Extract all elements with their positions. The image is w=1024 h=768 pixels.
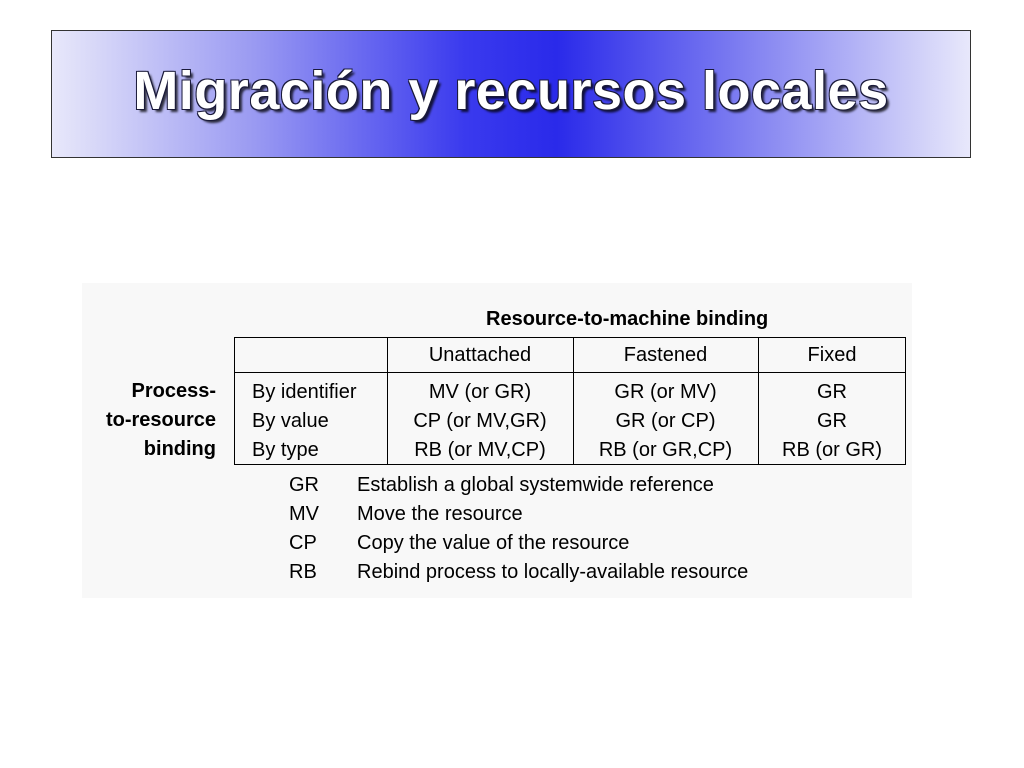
row-label-by-identifier: By identifier: [252, 381, 357, 403]
legend-description: Copy the value of the resource: [357, 532, 630, 554]
legend-code: RB: [289, 561, 317, 583]
column-header-fixed: Fixed: [807, 344, 857, 366]
column-divider: [573, 338, 574, 464]
fixed-column: GR GR RB (or GR): [758, 378, 906, 465]
row-label-by-type: By type: [252, 439, 319, 461]
legend-item: CP Copy the value of the resource: [289, 529, 748, 558]
binding-figure: Resource-to-machine binding Process- to-…: [82, 283, 912, 598]
column-divider: [387, 338, 388, 464]
legend-description: Move the resource: [357, 503, 523, 525]
row-group-header-line: to-resource: [105, 409, 216, 431]
table-cell: GR (or CP): [615, 410, 716, 432]
header-divider: [235, 372, 905, 373]
title-banner: Migración y recursos locales: [51, 30, 971, 158]
legend-item: RB Rebind process to locally-available r…: [289, 558, 748, 587]
table-cell: GR: [817, 410, 847, 432]
table-cell: RB (or GR,CP): [598, 439, 733, 461]
legend-code: CP: [289, 532, 317, 554]
table-cell: MV (or GR): [428, 381, 532, 403]
legend-description: Rebind process to locally-available reso…: [357, 561, 749, 583]
legend-item: MV Move the resource: [289, 500, 748, 529]
legend-description: Establish a global systemwide reference: [357, 474, 714, 496]
column-group-header: Resource-to-machine binding: [486, 308, 769, 330]
slide-title: Migración y recursos locales: [133, 61, 889, 121]
column-header-fastened: Fastened: [623, 344, 708, 366]
legend-code: GR: [289, 474, 319, 496]
row-group-header-line: Process-: [131, 380, 217, 402]
table-cell: GR: [817, 381, 847, 403]
unattached-column: MV (or GR) CP (or MV,GR) RB (or MV,CP): [387, 378, 573, 465]
legend: GR Establish a global systemwide referen…: [289, 471, 748, 587]
row-labels-column: By identifier By value By type: [252, 378, 357, 465]
row-group-header-line: binding: [143, 438, 216, 460]
legend-item: GR Establish a global systemwide referen…: [289, 471, 748, 500]
fastened-column: GR (or MV) GR (or CP) RB (or GR,CP): [573, 378, 758, 465]
legend-code: MV: [289, 503, 319, 525]
column-divider: [758, 338, 759, 464]
row-label-by-value: By value: [252, 410, 329, 432]
row-group-header: Process- to-resource binding: [106, 377, 216, 464]
table-cell: RB (or GR): [782, 439, 882, 461]
binding-table: Unattached Fastened Fixed By identifier …: [234, 337, 906, 465]
table-cell: CP (or MV,GR): [413, 410, 547, 432]
column-header-unattached: Unattached: [428, 344, 532, 366]
table-cell: GR (or MV): [614, 381, 717, 403]
table-cell: RB (or MV,CP): [414, 439, 546, 461]
